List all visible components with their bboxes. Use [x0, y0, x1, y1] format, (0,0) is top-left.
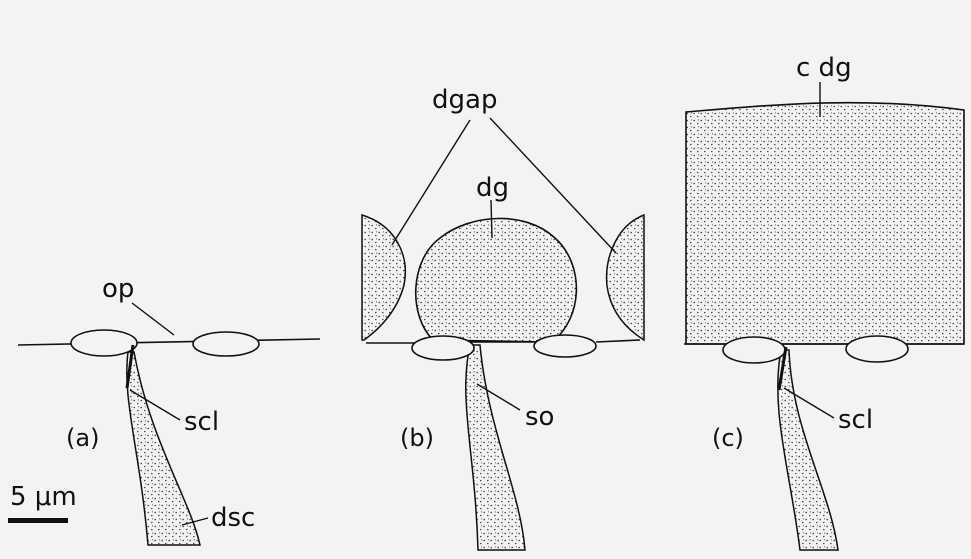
panel-c-scl-label: scl — [838, 405, 873, 435]
panel-b-cell-right — [534, 335, 596, 357]
panel-b-dg — [416, 218, 577, 342]
panel-a-cell-left — [71, 330, 137, 356]
panel-a-duct — [127, 352, 200, 545]
panel-c-label: (c) — [712, 424, 744, 452]
panel-a-op-pointer — [132, 303, 174, 335]
panel-c-duct — [778, 350, 838, 550]
panel-a-scl-label: scl — [184, 407, 219, 437]
scale-bar-label: 5 μm — [10, 482, 77, 512]
panel-b-duct — [466, 345, 525, 550]
panel-c-cdg — [686, 103, 964, 344]
panel-c: c dg scl (c) — [684, 53, 964, 550]
panel-b-cell-left — [412, 336, 474, 360]
panel-c-cdg-label: c dg — [796, 53, 852, 83]
panel-a-cell-right — [193, 332, 259, 356]
panel-b-label: (b) — [400, 424, 434, 452]
panel-c-cell-right — [846, 336, 908, 362]
panel-b-dgap-right — [607, 215, 644, 340]
panel-b-so-label: so — [525, 402, 554, 432]
scale-bar: 5 μm — [8, 482, 77, 523]
scale-bar-line — [8, 518, 68, 523]
panel-b-dg-label: dg — [476, 173, 509, 203]
panel-a-dsc-label: dsc — [211, 503, 255, 533]
panel-b-dg-pointer — [491, 200, 492, 238]
panel-b-dgap-label: dgap — [432, 85, 497, 115]
panel-a-label: (a) — [66, 424, 99, 452]
panel-b: dgap dg so (b) — [362, 85, 644, 550]
panel-c-cell-left — [723, 337, 785, 363]
panel-a-op-label: op — [102, 274, 134, 304]
panel-a-surface — [18, 339, 320, 345]
